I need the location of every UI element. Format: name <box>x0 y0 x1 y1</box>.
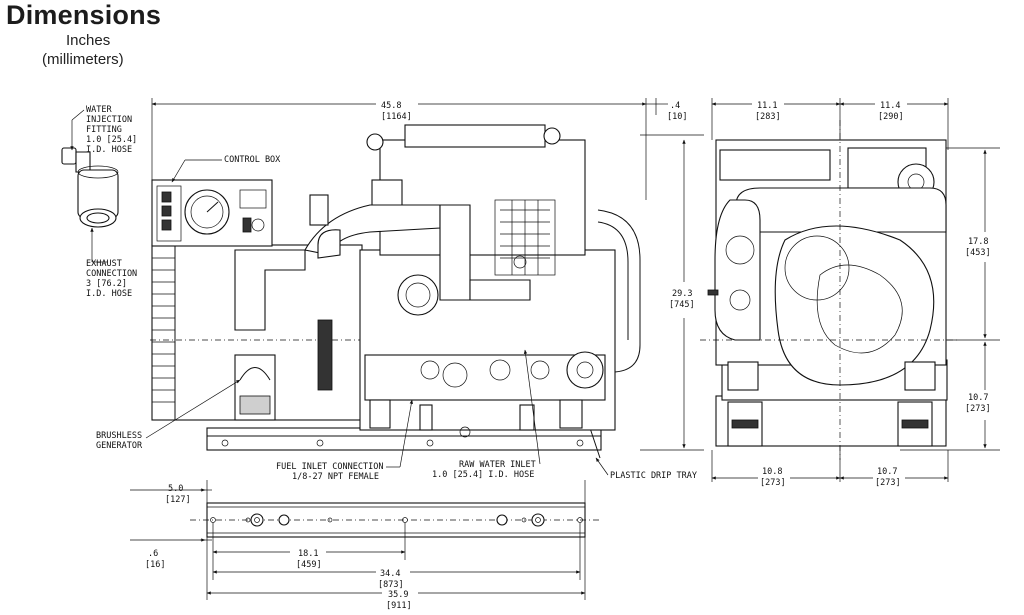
dim-end-upper-height-mm: [453] <box>965 248 991 258</box>
dim-base-offset-mm: [127] <box>165 495 191 505</box>
dim-hole-spacing-b-mm: [873] <box>378 580 404 590</box>
exhaust-label-3: 3 [76.2] <box>86 279 127 289</box>
dim-height: 29.3 <box>672 289 692 299</box>
dim-rail-offset: .6 <box>148 549 158 559</box>
dim-hole-spacing-a: 18.1 <box>298 549 318 559</box>
end-view <box>700 98 1000 482</box>
fuel-inlet-label-1: FUEL INLET CONNECTION <box>276 462 383 472</box>
dim-base-length-mm: [911] <box>386 601 412 611</box>
control-box-label: CONTROL BOX <box>224 155 281 165</box>
dim-base-offset: 5.0 <box>168 484 183 494</box>
dim-end-bottom-right: 10.7 <box>877 467 897 477</box>
unit-primary: Inches <box>66 32 111 49</box>
callout-water-injection: WATER INJECTION FITTING 1.0 [25.4] I.D. … <box>86 105 137 155</box>
dim-end-upper-height: 17.8 <box>968 237 988 247</box>
water-injection-label-2: INJECTION <box>86 115 132 125</box>
dim-rail-offset-mm: [16] <box>145 560 165 570</box>
fuel-inlet-label-2: 1/8-27 NPT FEMALE <box>292 472 379 482</box>
drip-tray-label: PLASTIC DRIP TRAY <box>610 471 697 481</box>
dim-hole-spacing-a-mm: [459] <box>296 560 322 570</box>
callout-generator: BRUSHLESS GENERATOR <box>96 431 143 451</box>
dim-end-top-right: 11.4 <box>880 101 900 111</box>
generator-label-2: GENERATOR <box>96 441 143 451</box>
side-view <box>150 98 704 459</box>
dim-hole-spacing-b: 34.4 <box>380 569 400 579</box>
dim-end-bottom-right-mm: [273] <box>875 478 901 488</box>
unit-secondary: (millimeters) <box>42 51 124 68</box>
exhaust-label-1: EXHAUST <box>86 259 122 269</box>
raw-water-label-1: RAW WATER INLET <box>459 460 536 470</box>
dim-overall-length: 45.8 <box>381 101 401 111</box>
water-injection-label-4: 1.0 [25.4] <box>86 135 137 145</box>
dim-end-bottom-left-mm: [273] <box>760 478 786 488</box>
generator-label-1: BRUSHLESS <box>96 431 142 441</box>
callout-raw-water: RAW WATER INLET 1.0 [25.4] I.D. HOSE <box>432 460 536 480</box>
base-plan-view <box>130 480 600 600</box>
page-title: Dimensions <box>6 0 162 30</box>
raw-water-label-2: 1.0 [25.4] I.D. HOSE <box>432 470 534 480</box>
dim-height-mm: [745] <box>669 300 695 310</box>
exhaust-label-2: CONNECTION <box>86 269 137 279</box>
callout-fuel-inlet: FUEL INLET CONNECTION 1/8-27 NPT FEMALE <box>276 462 383 482</box>
dim-end-top-left: 11.1 <box>757 101 777 111</box>
dim-end-top-left-mm: [283] <box>755 112 781 122</box>
dim-base-length: 35.9 <box>388 590 408 600</box>
dim-end-lower-height: 10.7 <box>968 393 988 403</box>
dim-top-offset-mm: [10] <box>667 112 687 122</box>
callout-exhaust: EXHAUST CONNECTION 3 [76.2] I.D. HOSE <box>86 259 137 299</box>
dim-end-bottom-left: 10.8 <box>762 467 782 477</box>
dim-top-offset: .4 <box>670 101 680 111</box>
dim-overall-length-mm: [1164] <box>381 112 412 122</box>
exhaust-label-4: I.D. HOSE <box>86 289 132 299</box>
exhaust-elbow <box>61 147 119 228</box>
dim-end-top-right-mm: [290] <box>878 112 904 122</box>
water-injection-label-1: WATER <box>86 105 112 115</box>
water-injection-label-5: I.D. HOSE <box>86 145 132 155</box>
dim-end-lower-height-mm: [273] <box>965 404 991 414</box>
water-injection-label-3: FITTING <box>86 125 122 135</box>
